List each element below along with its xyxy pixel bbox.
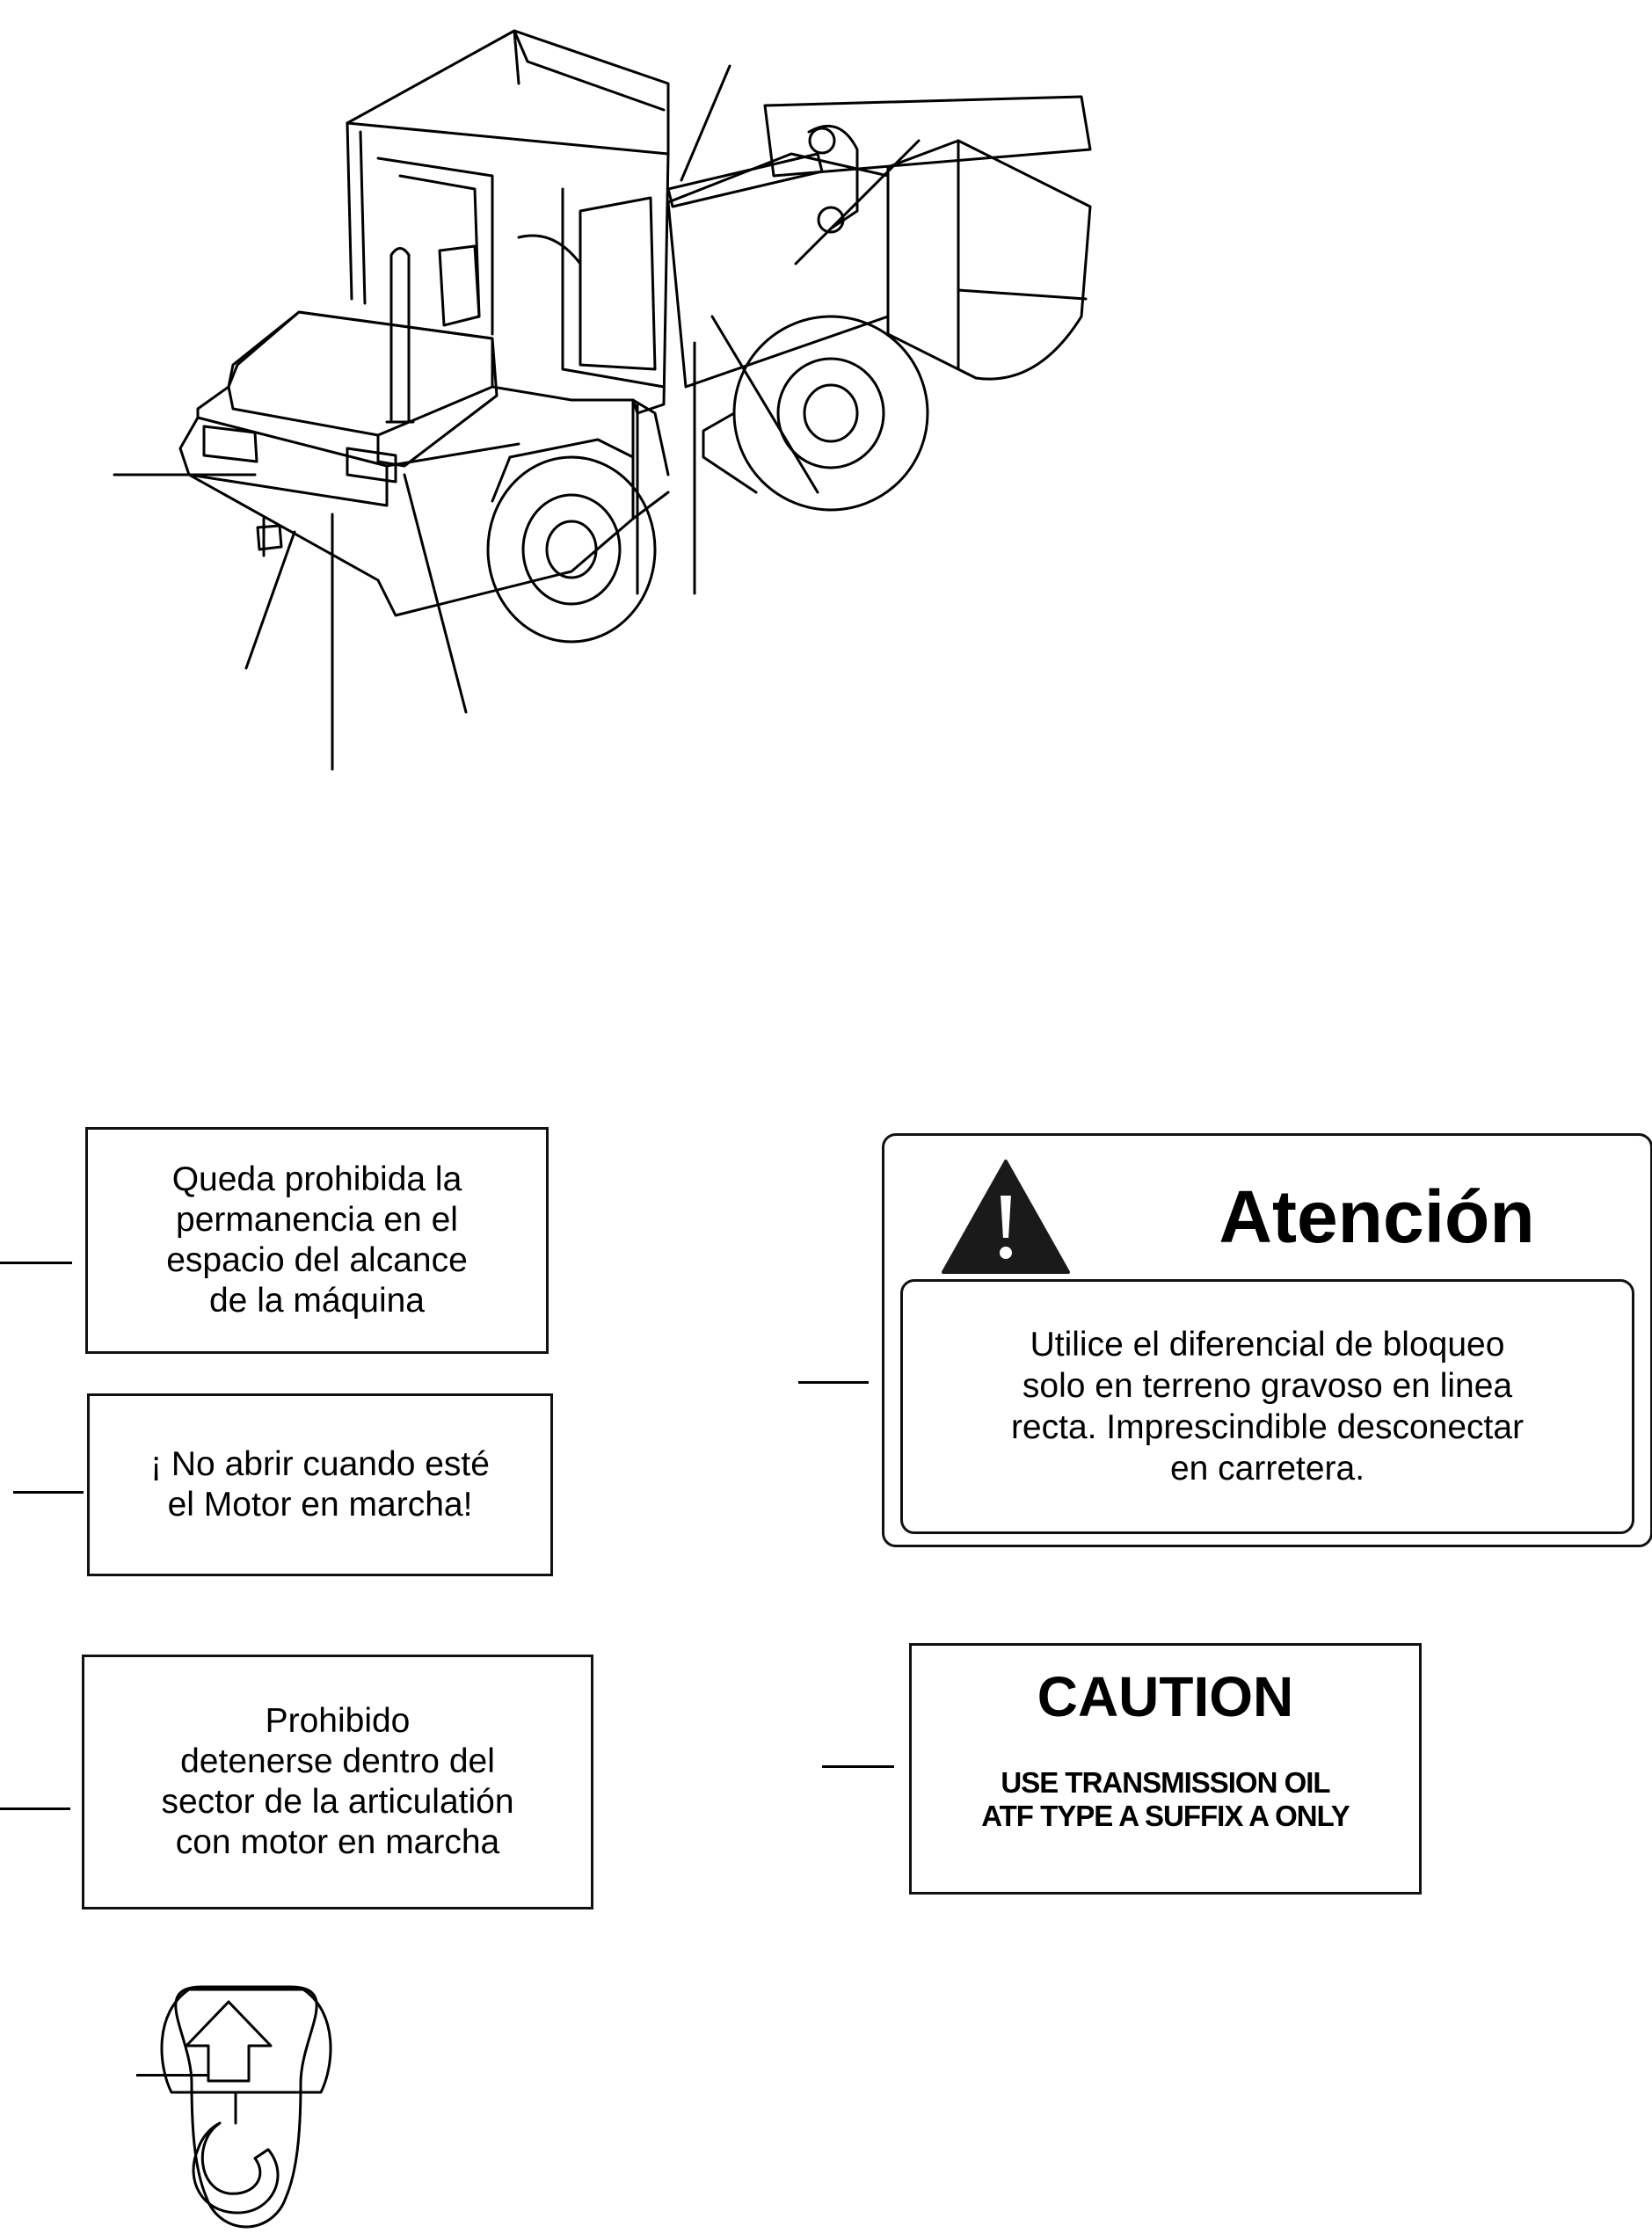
attention-text: Utilice el diferencial de bloqueo solo e… [900, 1279, 1634, 1534]
cab-roof-edge [513, 29, 666, 112]
hook-leader [136, 2074, 208, 2077]
caution-leader [822, 1765, 894, 1768]
tilt-pivot [817, 206, 845, 234]
tail-light-left [202, 425, 258, 463]
attention-leader [798, 1381, 869, 1384]
cab-frame [346, 121, 670, 415]
front-frame [666, 152, 890, 389]
caution-text: USE TRANSMISSION OIL ATF TYPE A SUFFIX A… [981, 1766, 1350, 1832]
decal-prohibited-range-text: Queda prohibida la permanencia en el esp… [166, 1160, 468, 1320]
decal-prohibited-range: Queda prohibida la permanencia en el esp… [85, 1127, 549, 1354]
tow-hitch [256, 517, 283, 557]
front-wheel-hub [803, 383, 859, 443]
lifting-hook-icon [160, 1985, 332, 2229]
decal-do-not-open-text: ¡ No abrir cuando esté el Motor en march… [150, 1445, 490, 1524]
attention-title: Atención [1219, 1175, 1535, 1258]
cab-door [561, 187, 666, 389]
cab-rear-post [346, 121, 367, 305]
front-wheel-rim [776, 357, 885, 469]
callout-line-9 [794, 139, 921, 265]
callout-line-7 [710, 315, 819, 494]
door-window [579, 196, 657, 371]
decal-articulation: Prohibido detenerse dentro del sector de… [82, 1655, 593, 1909]
rear-wheel-rim [521, 493, 622, 606]
loader-boom [763, 95, 1092, 178]
bumper-top-edge [385, 442, 520, 468]
rear-fender [491, 438, 635, 503]
caution-title: CAUTION [1037, 1665, 1294, 1728]
steering-wheel [517, 234, 582, 265]
wheel-loader-illustration [113, 29, 1092, 771]
rear-wheel [486, 455, 657, 644]
engine-hood [227, 310, 499, 468]
decal-do-not-open: ¡ No abrir cuando esté el Motor en march… [87, 1393, 553, 1576]
articulation-joint [631, 398, 670, 520]
lift-cylinder [666, 152, 824, 208]
attention-decal: Atención Utilice el diferencial de bloqu… [882, 1133, 1652, 1547]
bucket-body [957, 139, 1092, 381]
callout-line-8 [680, 64, 731, 182]
warning-triangle-icon [942, 1160, 1070, 1274]
operator-seat [438, 244, 481, 327]
hood-edge [376, 385, 494, 437]
decal-3-leader [0, 1807, 70, 1810]
bucket-edge [957, 288, 1088, 301]
decal-1-leader [0, 1262, 72, 1264]
caution-decal: CAUTION USE TRANSMISSION OIL ATF TYPE A … [909, 1643, 1422, 1895]
front-wheel [732, 315, 929, 512]
cab-roof [346, 29, 670, 156]
callout-lines [113, 64, 921, 771]
rear-wheel-hub [545, 520, 598, 579]
decal-articulation-text: Prohibido detenerse dentro del sector de… [161, 1702, 514, 1861]
callout-line-4 [403, 473, 468, 714]
callout-line-2 [244, 530, 296, 670]
bucket-side [886, 139, 960, 371]
decal-2-leader [13, 1491, 84, 1494]
tail-light-right [346, 447, 397, 484]
roof-pillar [513, 29, 520, 85]
front-fender [702, 411, 758, 494]
rear-bumper [187, 416, 389, 507]
exhaust-pipe [385, 247, 415, 424]
boom-pivot [808, 127, 836, 155]
rear-body [178, 310, 635, 617]
